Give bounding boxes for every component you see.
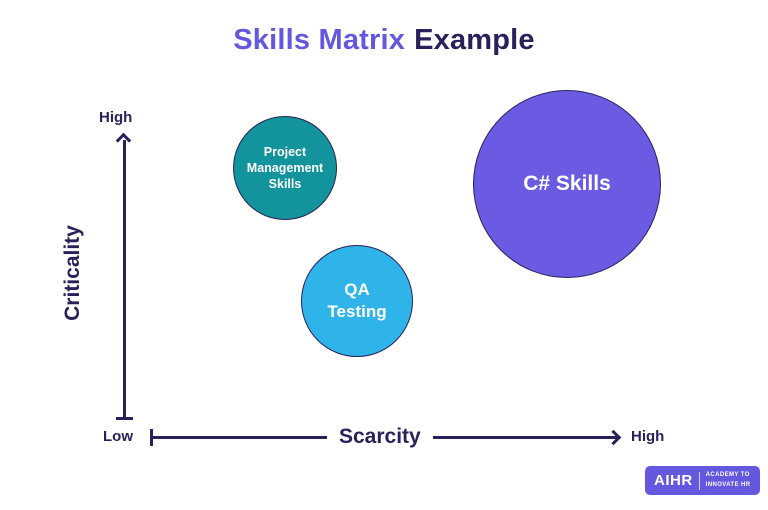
axis-low-label: Low bbox=[103, 428, 133, 445]
aihr-tagline-line1: ACADEMY TO bbox=[705, 472, 750, 478]
bubble-qa-testing: QA Testing bbox=[301, 245, 413, 357]
y-axis-bottom-tick bbox=[116, 417, 133, 420]
title-highlight: Skills Matrix bbox=[233, 24, 406, 56]
y-axis-line bbox=[123, 140, 126, 418]
x-axis-high-label: High bbox=[631, 428, 665, 445]
bubble-project-management-skills: Project Management Skills bbox=[233, 116, 337, 220]
x-axis-arrow-right-icon bbox=[605, 429, 622, 446]
aihr-tagline-line2: INNOVATE HR bbox=[705, 481, 751, 488]
bubble-csharp-skills: C# Skills bbox=[473, 90, 661, 278]
aihr-logo-brand: AIHR bbox=[654, 472, 693, 490]
x-axis-start-tick bbox=[150, 429, 153, 446]
bubble-label: QA Testing bbox=[327, 279, 387, 321]
y-axis-title: Criticality bbox=[61, 225, 84, 321]
bubble-label: C# Skills bbox=[523, 172, 611, 196]
aihr-logo: AIHR ACADEMY TO INNOVATE HR bbox=[645, 466, 760, 496]
x-axis-title: Scarcity bbox=[327, 423, 433, 451]
logo-divider bbox=[698, 471, 700, 490]
y-axis-high-label: High bbox=[99, 109, 133, 126]
title-rest: Example bbox=[414, 24, 535, 56]
y-axis-arrow-up-icon bbox=[115, 132, 132, 149]
aihr-logo-tagline: ACADEMY TO INNOVATE HR bbox=[706, 471, 751, 490]
bubble-label: Project Management Skills bbox=[246, 144, 324, 192]
